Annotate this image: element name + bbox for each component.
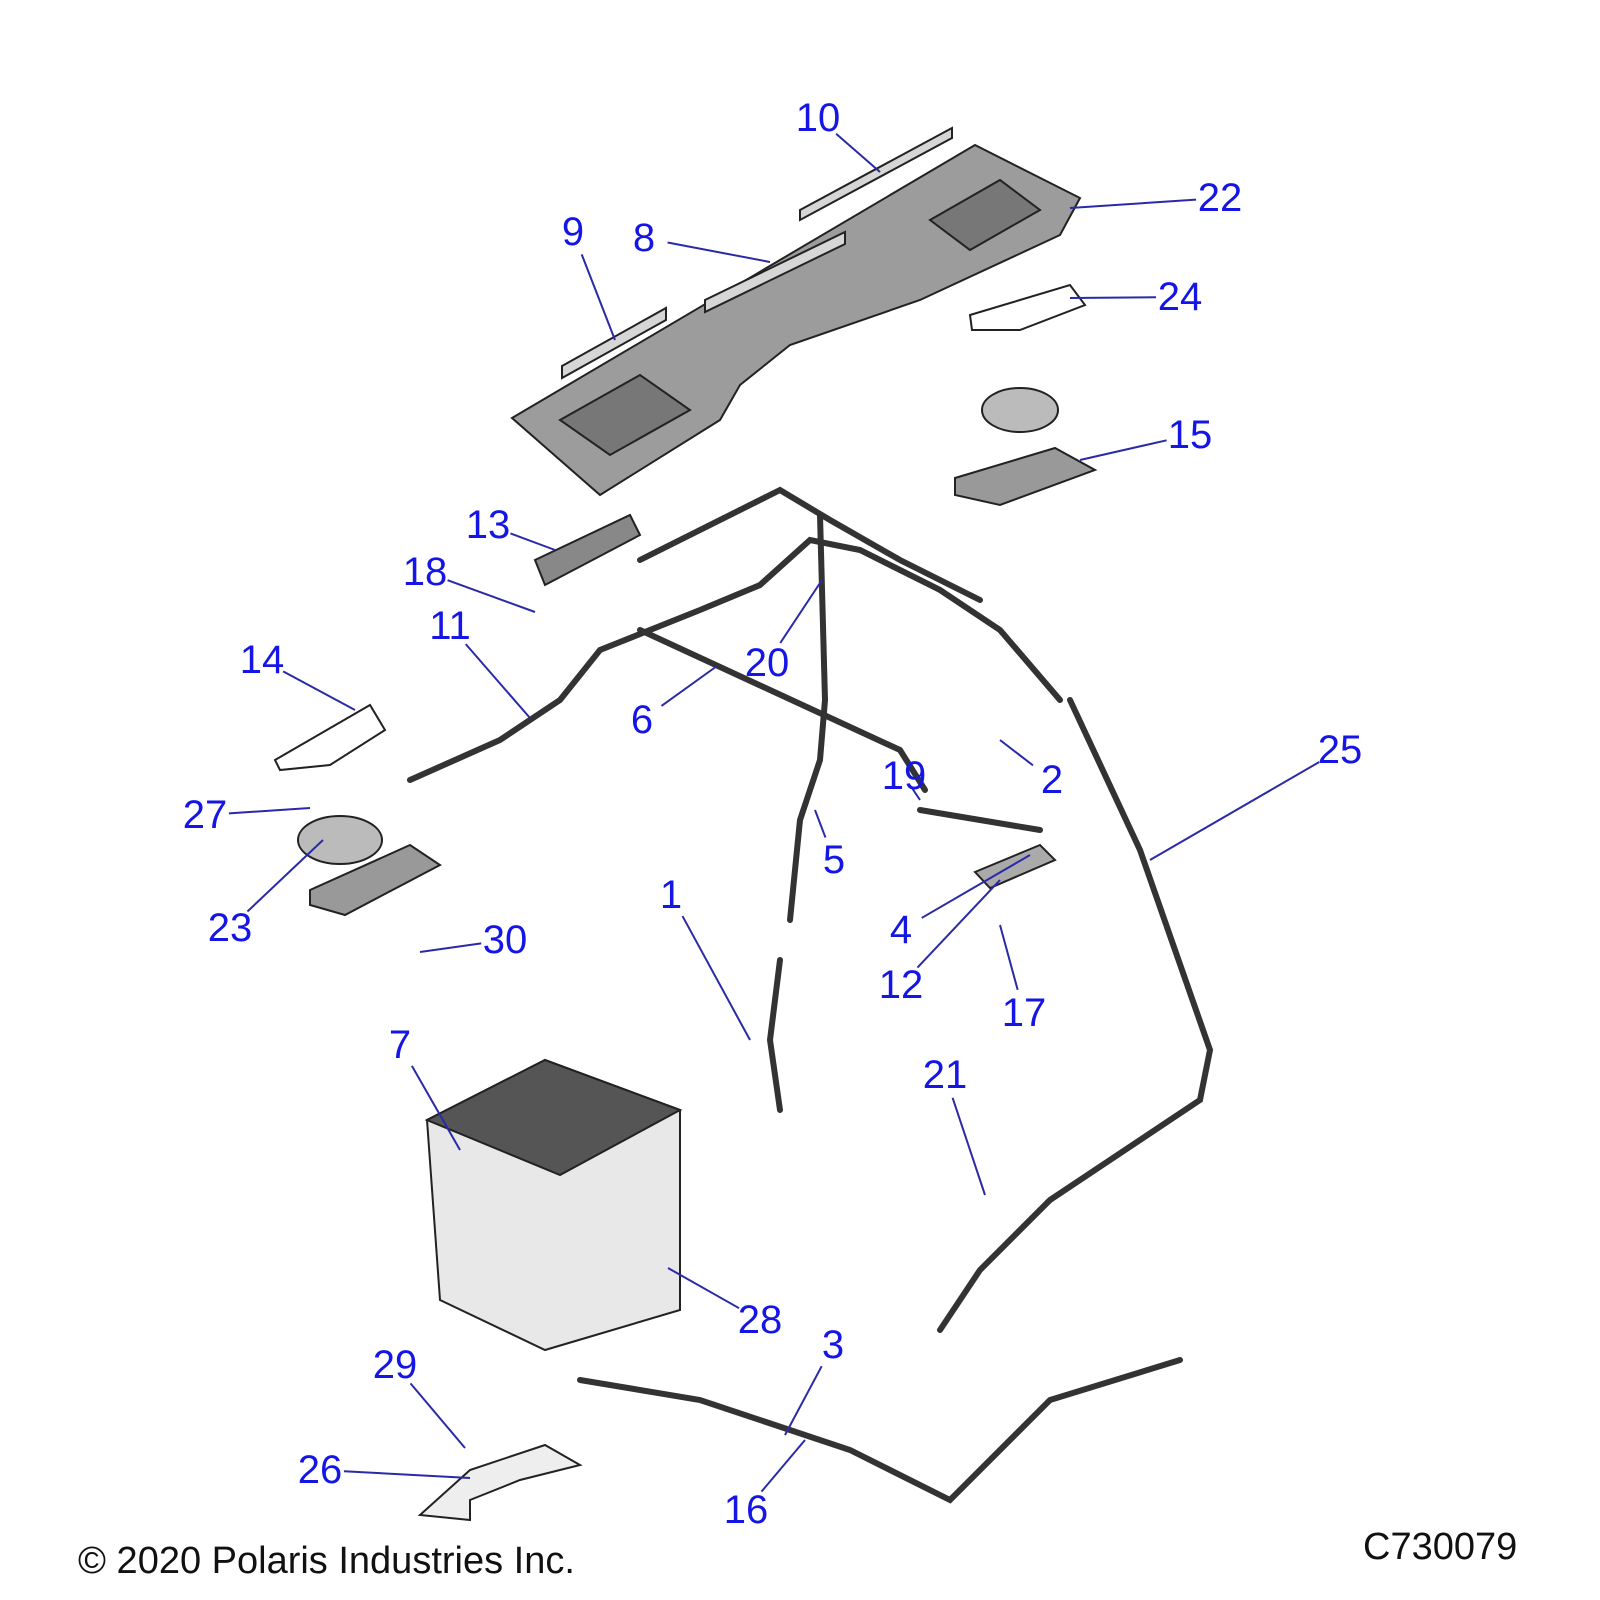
harness-1 bbox=[766, 957, 783, 1113]
leader-line bbox=[835, 133, 881, 173]
trim-strip-8 bbox=[704, 230, 846, 314]
leader-line bbox=[760, 1439, 806, 1493]
callout-15[interactable]: 15 bbox=[1167, 413, 1213, 457]
leader-line bbox=[580, 254, 616, 341]
module-12 bbox=[973, 843, 1057, 890]
harness-19-4 bbox=[917, 807, 1043, 833]
leader-line bbox=[779, 579, 823, 644]
trim-strip-9 bbox=[561, 306, 667, 380]
callout-29[interactable]: 29 bbox=[372, 1343, 418, 1387]
callout-8[interactable]: 8 bbox=[632, 216, 656, 260]
leader-line bbox=[916, 879, 1001, 969]
module-13 bbox=[533, 513, 642, 587]
callout-5[interactable]: 5 bbox=[822, 838, 846, 882]
bracket-26 bbox=[417, 1443, 583, 1522]
callout-18[interactable]: 18 bbox=[402, 550, 448, 594]
leader-line bbox=[343, 1470, 471, 1479]
leader-line bbox=[411, 1065, 461, 1151]
callout-6[interactable]: 6 bbox=[630, 698, 654, 742]
callout-17[interactable]: 17 bbox=[1001, 991, 1047, 1035]
callout-27[interactable]: 27 bbox=[182, 793, 228, 837]
leader-line bbox=[660, 665, 718, 707]
callout-24[interactable]: 24 bbox=[1157, 275, 1203, 319]
speaker-bracket-14 bbox=[273, 703, 387, 772]
leader-line bbox=[999, 924, 1019, 991]
harness-6 bbox=[637, 627, 928, 793]
leader-line bbox=[464, 643, 531, 719]
callout-3[interactable]: 3 bbox=[821, 1323, 845, 1367]
leader-line bbox=[1069, 296, 1157, 299]
leader-line bbox=[510, 532, 556, 551]
console-pocket-right bbox=[928, 178, 1042, 252]
callout-4[interactable]: 4 bbox=[889, 908, 913, 952]
callout-28[interactable]: 28 bbox=[737, 1298, 783, 1342]
callout-10[interactable]: 10 bbox=[795, 96, 841, 140]
callout-2[interactable]: 2 bbox=[1040, 758, 1064, 802]
console-pocket-left bbox=[558, 373, 692, 457]
callout-11[interactable]: 11 bbox=[429, 604, 471, 648]
harness-3 bbox=[577, 1357, 1183, 1504]
copyright-text: © 2020 Polaris Industries Inc. bbox=[78, 1540, 575, 1582]
leader-line bbox=[447, 579, 536, 613]
speaker-grille bbox=[309, 843, 442, 917]
drawing-id: C730079 bbox=[1363, 1526, 1518, 1568]
leader-line bbox=[1079, 439, 1167, 461]
callout-9[interactable]: 9 bbox=[561, 210, 585, 254]
callout-16[interactable]: 16 bbox=[723, 1488, 769, 1532]
callout-21[interactable]: 21 bbox=[922, 1053, 968, 1097]
leader-line bbox=[1149, 761, 1320, 861]
leader-line bbox=[667, 241, 771, 263]
leader-line bbox=[419, 942, 482, 953]
trim-strip-10 bbox=[799, 126, 953, 222]
callout-30[interactable]: 30 bbox=[482, 918, 528, 962]
harness-upper bbox=[637, 486, 983, 603]
leader-line bbox=[246, 839, 324, 913]
leader-line bbox=[1069, 198, 1197, 209]
callout-22[interactable]: 22 bbox=[1197, 176, 1243, 220]
leader-line bbox=[282, 670, 356, 711]
callout-25[interactable]: 25 bbox=[1317, 728, 1363, 772]
leader-line bbox=[951, 1097, 986, 1196]
leader-line bbox=[814, 809, 827, 838]
callout-13[interactable]: 13 bbox=[465, 503, 511, 547]
callout-23[interactable]: 23 bbox=[207, 906, 253, 950]
leader-line bbox=[228, 807, 311, 815]
leader-line bbox=[409, 1382, 466, 1449]
callout-19[interactable]: 19 bbox=[881, 754, 927, 798]
leader-line bbox=[999, 739, 1034, 767]
leader-line bbox=[667, 1267, 740, 1310]
callout-20[interactable]: 20 bbox=[744, 641, 790, 685]
leader-line bbox=[921, 854, 1031, 919]
callout-26[interactable]: 26 bbox=[297, 1448, 343, 1492]
leader-line bbox=[681, 915, 751, 1041]
callout-14[interactable]: 14 bbox=[239, 638, 285, 682]
speaker-15-driver bbox=[981, 387, 1059, 433]
speaker-grille-15 bbox=[954, 446, 1098, 507]
harness-11 bbox=[407, 536, 1063, 783]
box-7-top bbox=[424, 1058, 683, 1177]
leader-line bbox=[784, 1365, 823, 1436]
speaker-23-driver bbox=[297, 815, 383, 865]
harness-25 bbox=[937, 697, 1214, 1333]
leader-line bbox=[911, 787, 921, 801]
speaker-bracket-24 bbox=[968, 283, 1087, 331]
callout-12[interactable]: 12 bbox=[878, 963, 924, 1007]
callout-1[interactable]: 1 bbox=[659, 873, 683, 917]
harness-20 bbox=[787, 512, 829, 923]
callout-7[interactable]: 7 bbox=[388, 1023, 412, 1067]
